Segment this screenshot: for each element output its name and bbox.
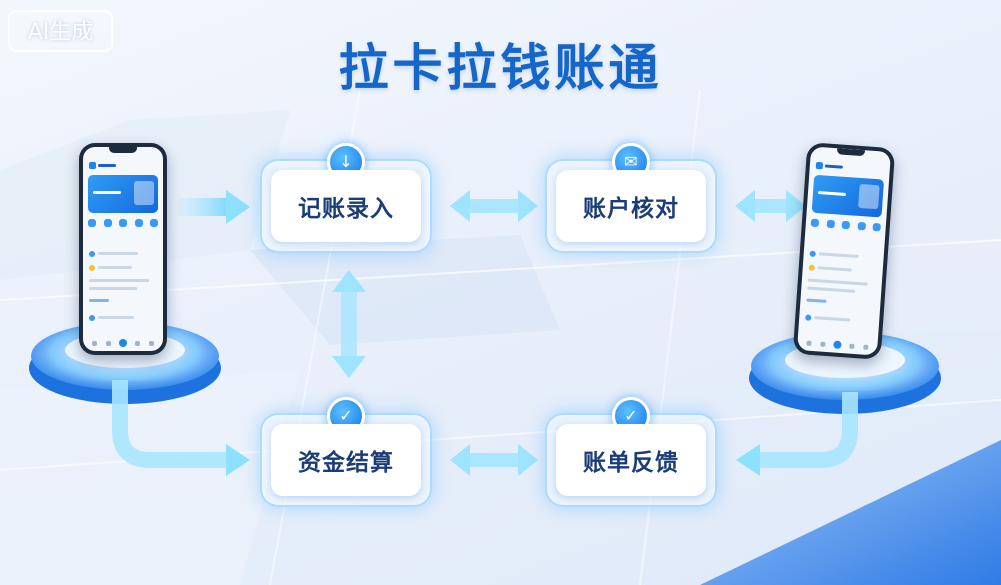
- app-shortcut-icons: [88, 219, 158, 227]
- app-tab-bar: [88, 339, 158, 347]
- left-phone-mockup: [79, 143, 167, 355]
- node-account-reconcile-label: 账户核对: [556, 170, 706, 242]
- phone-screen: [796, 146, 892, 356]
- app-tab-bar: [802, 338, 872, 351]
- arrow-record-reconcile: [450, 190, 538, 222]
- arrow-record-settle: [332, 270, 366, 378]
- right-phone-mockup: [792, 142, 896, 360]
- arrow-right-platform-to-feedback: [736, 392, 858, 476]
- node-account-reconcile: ✉ 账户核对: [545, 143, 717, 253]
- node-record-entry: ↓ 记账录入: [260, 143, 432, 253]
- app-logo-icon: [89, 161, 116, 169]
- page-title: 拉卡拉钱账通: [338, 39, 663, 97]
- app-banner: [811, 174, 885, 218]
- app-logo-icon: [815, 161, 843, 171]
- node-fund-settlement: ✓ 资金结算: [260, 397, 432, 507]
- arrow-reconcile-right-phone: [735, 190, 806, 222]
- app-shortcut-icons: [810, 218, 882, 232]
- app-banner: [88, 175, 158, 213]
- floor-panels: [0, 89, 1001, 585]
- ai-generated-badge: AI生成: [8, 10, 113, 52]
- arrow-left-phone-to-record: [178, 190, 250, 224]
- node-bill-feedback-label: 账单反馈: [556, 424, 706, 496]
- node-record-entry-label: 记账录入: [271, 170, 421, 242]
- node-bill-feedback: ✓ 账单反馈: [545, 397, 717, 507]
- arrow-settle-feedback: [450, 444, 538, 476]
- node-fund-settlement-label: 资金结算: [271, 424, 421, 496]
- arrow-left-platform-to-settle: [112, 380, 250, 476]
- phone-screen: [83, 147, 163, 351]
